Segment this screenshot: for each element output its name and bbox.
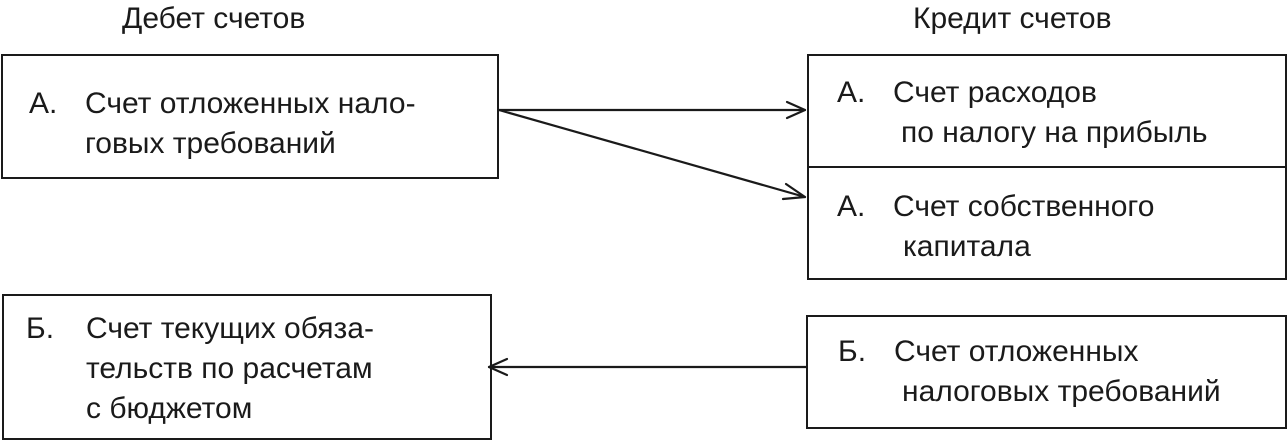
debit-b-box: Б. Счет текущих обяза- тельств по расчет… bbox=[2, 294, 492, 440]
credit-a2-letter: А. bbox=[837, 190, 866, 223]
arrowhead-credit-a2 bbox=[781, 182, 807, 201]
credit-a2-entry: А. Счет собственного капитала bbox=[837, 187, 1154, 267]
credit-column-heading: Кредит счетов bbox=[913, 2, 1112, 35]
debit-b-entry: Б. Счет текущих обяза- тельств по расчет… bbox=[26, 309, 374, 429]
debit-b-line-3: с бюджетом bbox=[86, 392, 253, 425]
credit-a-box: А. Счет расходов по налогу на прибыль А.… bbox=[807, 54, 1287, 280]
credit-a1-line-1: Счет расходов bbox=[893, 76, 1097, 109]
debit-a-line-1: Счет отложенных нало- bbox=[85, 87, 416, 120]
debit-a-box: А. Счет отложенных нало- говых требовани… bbox=[1, 54, 499, 179]
credit-b-entry: Б. Счет отложенных налоговых требований bbox=[838, 332, 1221, 412]
credit-a1-line-2: по налогу на прибыль bbox=[901, 116, 1208, 149]
debit-column-heading: Дебет счетов bbox=[122, 2, 306, 35]
debit-b-line-1: Счет текущих обяза- bbox=[86, 312, 374, 345]
credit-b-box: Б. Счет отложенных налоговых требований bbox=[806, 315, 1287, 429]
debit-b-line-2: тельств по расчетам bbox=[86, 352, 373, 385]
arrowhead-credit-a1 bbox=[785, 100, 807, 120]
credit-b-letter: Б. bbox=[838, 335, 867, 368]
credit-a2-line-1: Счет собственного bbox=[893, 190, 1155, 223]
credit-a1-letter: А. bbox=[837, 76, 866, 109]
debit-a-letter: А. bbox=[29, 87, 58, 120]
arrow-debit-a-to-credit-a2 bbox=[497, 108, 807, 199]
credit-b-line-2: налоговых требований bbox=[902, 375, 1221, 408]
credit-b-line-1: Счет отложенных bbox=[894, 335, 1139, 368]
debit-a-line-2: говых требований bbox=[85, 127, 336, 160]
credit-a-divider bbox=[809, 166, 1285, 168]
debit-a-entry: А. Счет отложенных нало- говых требовани… bbox=[29, 84, 416, 164]
debit-b-letter: Б. bbox=[26, 312, 55, 345]
credit-a2-line-2: капитала bbox=[903, 230, 1031, 263]
credit-a1-entry: А. Счет расходов по налогу на прибыль bbox=[837, 73, 1207, 153]
